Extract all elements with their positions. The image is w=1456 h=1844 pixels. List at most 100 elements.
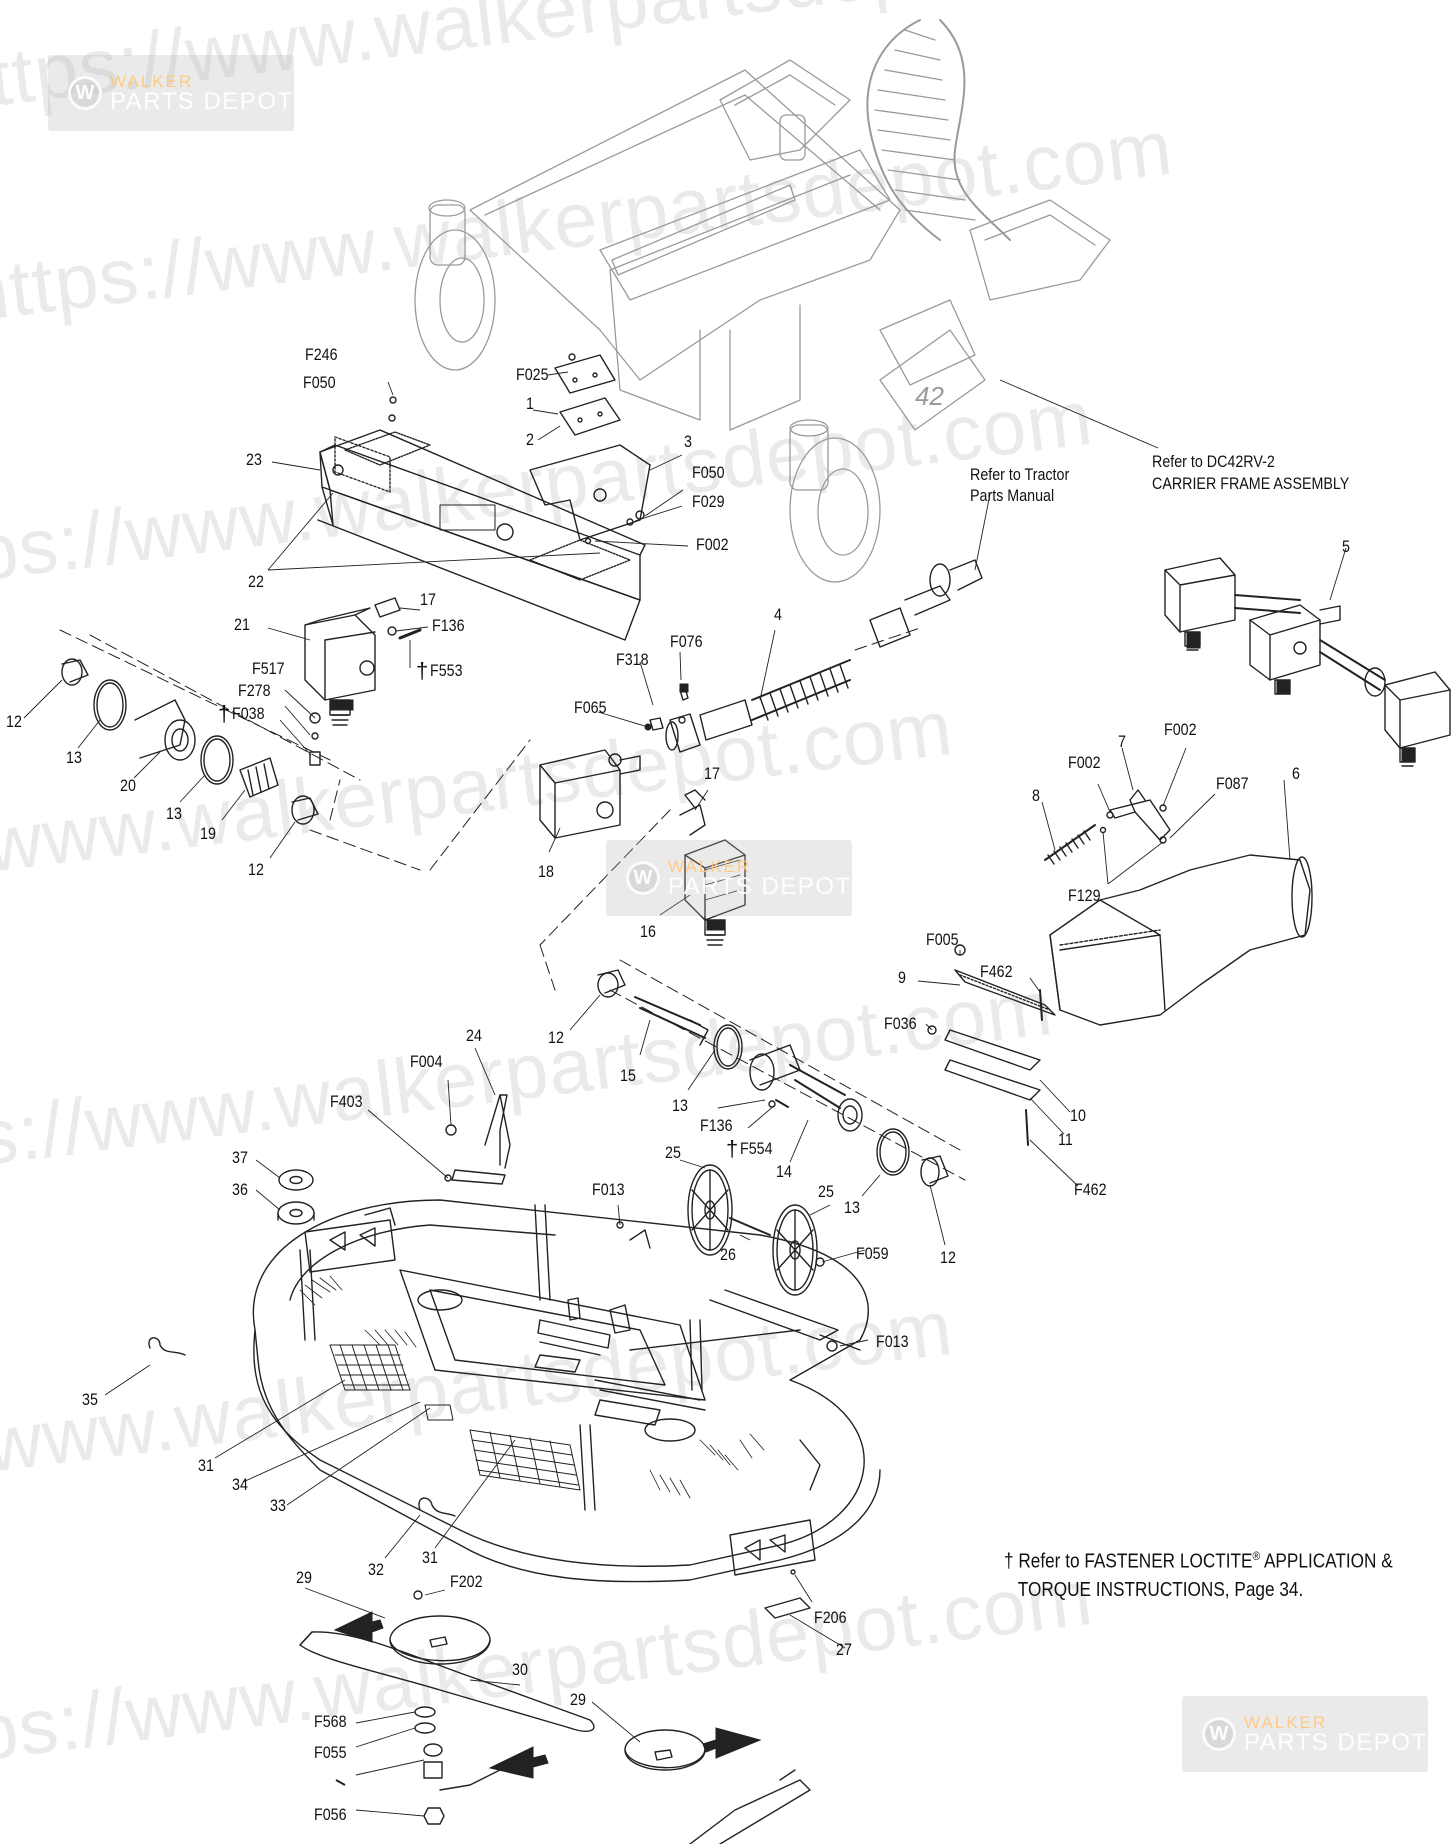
tractor-reference-line1: Refer to Tractor bbox=[970, 465, 1070, 484]
logo-sub: PARTS DEPOT bbox=[1244, 1728, 1428, 1756]
walker-logo-icon: W bbox=[68, 76, 102, 110]
callout-27: 27 bbox=[836, 1640, 852, 1659]
loctite-line2: TORQUE INSTRUCTIONS, Page 34. bbox=[1017, 1578, 1304, 1601]
callout-34: 34 bbox=[232, 1475, 248, 1494]
callout-F005: F005 bbox=[926, 930, 959, 949]
callout-F050: F050 bbox=[303, 373, 336, 392]
callout-12: 12 bbox=[6, 712, 22, 731]
callout-6: 6 bbox=[1292, 764, 1300, 783]
callout-F025: F025 bbox=[516, 365, 549, 384]
callout-1: 1 bbox=[526, 394, 534, 413]
callout-29: 29 bbox=[570, 1690, 586, 1709]
clips bbox=[148, 1337, 456, 1517]
callout-F462: F462 bbox=[1074, 1180, 1107, 1199]
callout-26: 26 bbox=[720, 1245, 736, 1264]
callout-15: 15 bbox=[620, 1066, 636, 1085]
callout-12: 12 bbox=[940, 1248, 956, 1267]
callout-F055: F055 bbox=[314, 1743, 347, 1762]
spacers-36-37 bbox=[277, 1169, 315, 1225]
logo-brand: WALKER bbox=[110, 71, 194, 91]
callout-13: 13 bbox=[844, 1198, 860, 1217]
callout-F002: F002 bbox=[1068, 753, 1101, 772]
callout-21: 21 bbox=[234, 615, 250, 634]
mower-deck bbox=[252, 1199, 881, 1583]
loctite-dagger: † bbox=[1004, 1550, 1014, 1573]
decal-27 bbox=[764, 1597, 811, 1619]
deck-size-label: 42 bbox=[915, 381, 944, 411]
callout-F517: F517 bbox=[252, 659, 285, 678]
callout-25: 25 bbox=[665, 1143, 681, 1162]
loctite-note: † Refer to FASTENER LOCTITE® APPLICATION… bbox=[1004, 1542, 1393, 1604]
callout-F029: F029 bbox=[692, 492, 725, 511]
callout-32: 32 bbox=[368, 1560, 384, 1579]
callout-30: 30 bbox=[512, 1660, 528, 1679]
tractor-reference-line2: Parts Manual bbox=[970, 486, 1055, 505]
logo-sub: PARTS DEPOT bbox=[668, 872, 852, 900]
callout-31: 31 bbox=[422, 1548, 438, 1567]
callout-11: 11 bbox=[1058, 1130, 1073, 1149]
callout-24: 24 bbox=[466, 1026, 482, 1045]
callout-29: 29 bbox=[296, 1568, 312, 1587]
callout-4: 4 bbox=[774, 605, 782, 624]
callout-F050: F050 bbox=[692, 463, 725, 482]
callout-18: 18 bbox=[538, 862, 554, 881]
callout-17: 17 bbox=[704, 764, 720, 783]
callout-F036: F036 bbox=[884, 1014, 917, 1033]
callout-F002: F002 bbox=[1164, 720, 1197, 739]
logo-brand: WALKER bbox=[668, 856, 752, 876]
walker-logo: W WALKER PARTS DEPOT bbox=[48, 55, 294, 131]
dagger-mark: † bbox=[726, 1136, 739, 1161]
center-shaft-group bbox=[539, 809, 966, 1187]
carrier-reference-line1: Refer to DC42RV-2 bbox=[1152, 452, 1275, 471]
callout-F059: F059 bbox=[856, 1244, 889, 1263]
callout-F065: F065 bbox=[574, 698, 607, 717]
callout-F013: F013 bbox=[876, 1332, 909, 1351]
logo-brand: WALKER bbox=[1244, 1712, 1328, 1732]
registered-mark: ® bbox=[1252, 1549, 1261, 1563]
callout-25: 25 bbox=[818, 1182, 834, 1201]
callout-F246: F246 bbox=[305, 345, 338, 364]
callout-13: 13 bbox=[166, 804, 182, 823]
callout-3: 3 bbox=[684, 432, 692, 451]
walker-logo-icon: W bbox=[626, 861, 660, 895]
callout-19: 19 bbox=[200, 824, 216, 843]
callout-12: 12 bbox=[548, 1028, 564, 1047]
carrier-frame: 42 bbox=[414, 19, 1111, 583]
callout-F038: F038 bbox=[232, 704, 265, 723]
callout-F002: F002 bbox=[696, 535, 729, 554]
callout-7: 7 bbox=[1118, 732, 1126, 751]
walker-logo: W WALKER PARTS DEPOT bbox=[606, 840, 852, 916]
callout-10: 10 bbox=[1070, 1106, 1086, 1125]
left-shaft-group bbox=[59, 629, 421, 871]
callout-9: 9 bbox=[898, 968, 906, 987]
walker-logo-icon: W bbox=[1202, 1717, 1236, 1751]
dagger-mark: † bbox=[218, 701, 231, 726]
carrier-reference-line2: CARRIER FRAME ASSEMBLY bbox=[1152, 474, 1350, 493]
callout-8: 8 bbox=[1032, 786, 1040, 805]
callout-F076: F076 bbox=[670, 632, 703, 651]
callout-F553: F553 bbox=[430, 661, 463, 680]
loctite-line1: Refer to FASTENER LOCTITE bbox=[1018, 1550, 1253, 1573]
callout-F056: F056 bbox=[314, 1805, 347, 1824]
bracket-24 bbox=[444, 1094, 511, 1185]
callout-F087: F087 bbox=[1216, 774, 1249, 793]
shield-plates bbox=[388, 353, 651, 545]
deck-cover bbox=[317, 429, 646, 641]
callout-F206: F206 bbox=[814, 1608, 847, 1627]
callout-F136: F136 bbox=[432, 616, 465, 635]
dagger-mark: † bbox=[416, 658, 429, 683]
callout-14: 14 bbox=[776, 1162, 792, 1181]
drive-shaft-4 bbox=[649, 559, 983, 753]
hinge-plates bbox=[927, 944, 1056, 1146]
callout-12: 12 bbox=[248, 860, 264, 879]
callout-22: 22 bbox=[248, 572, 264, 591]
loctite-line1-end: APPLICATION & bbox=[1263, 1550, 1393, 1573]
gearbox-assembly-5 bbox=[1164, 557, 1451, 767]
callout-F013: F013 bbox=[592, 1180, 625, 1199]
walker-logo: W WALKER PARTS DEPOT bbox=[1182, 1696, 1428, 1772]
discharge-chute-6 bbox=[1049, 854, 1313, 1026]
callout-5: 5 bbox=[1342, 537, 1350, 556]
callout-37: 37 bbox=[232, 1148, 248, 1167]
callout-F004: F004 bbox=[410, 1052, 443, 1071]
